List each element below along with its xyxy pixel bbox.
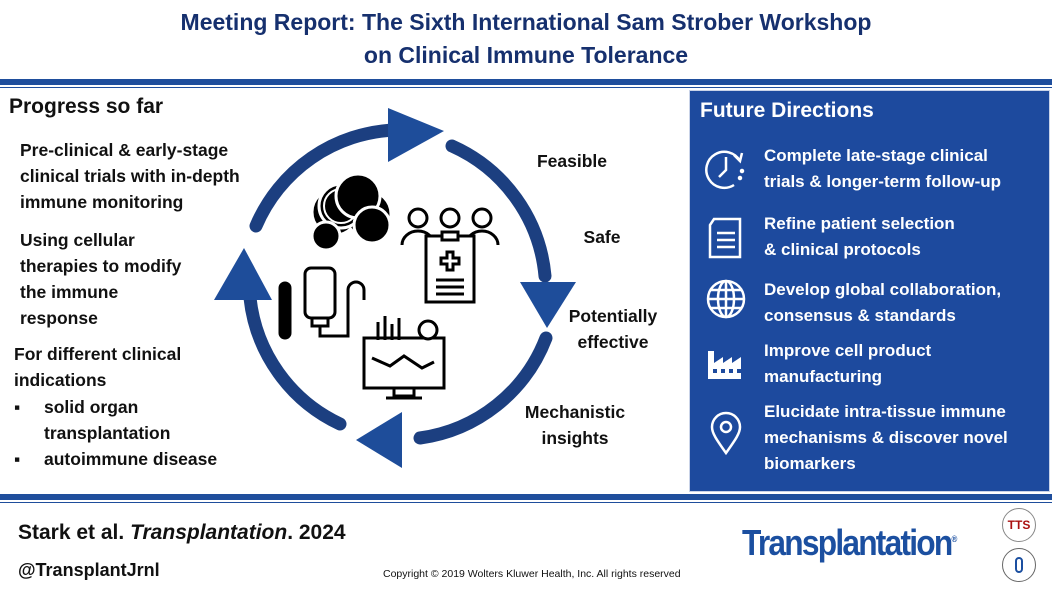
future-item: Refine patient selection & clinical proto… xyxy=(764,211,955,263)
journal-logo: Transplantation® xyxy=(742,522,957,564)
bullet-icon: ▪ xyxy=(14,397,21,417)
text-line: Refine patient selection xyxy=(764,214,955,233)
citation: Stark et al. Transplantation. 2024 xyxy=(18,521,346,545)
text-line: Potentially xyxy=(568,306,658,326)
text-line: consensus & standards xyxy=(764,306,956,325)
text-line: biomarkers xyxy=(764,454,856,473)
progress-heading: Progress so far xyxy=(9,95,164,118)
future-item: Improve cell product manufacturing xyxy=(764,338,931,390)
arrow-down-icon xyxy=(520,282,576,328)
copyright: Copyright © 2019 Wolters Kluwer Health, … xyxy=(383,568,681,580)
text-line: manufacturing xyxy=(764,367,883,386)
globe-icon xyxy=(706,279,746,319)
text-line: Improve cell product xyxy=(764,341,932,360)
twitter-handle[interactable]: @TransplantJrnl xyxy=(18,560,160,580)
citation-year: . 2024 xyxy=(287,521,346,544)
location-pin-icon xyxy=(710,411,742,455)
text-line: mechanisms & discover novel xyxy=(764,428,1008,447)
logo-text: Transplantation xyxy=(742,522,953,563)
clock-icon xyxy=(705,150,745,190)
iv-bag-icon xyxy=(278,266,366,340)
text-line: indications xyxy=(14,370,107,390)
label-mechanistic-insights: Mechanistic insights xyxy=(510,399,640,451)
arc-top-left xyxy=(249,123,402,233)
footer-rule xyxy=(0,494,1052,500)
text-line: autoimmune disease xyxy=(44,449,218,469)
label-potentially-effective: Potentially effective xyxy=(556,303,670,355)
label-safe: Safe xyxy=(583,227,621,247)
future-item: Complete late-stage clinical trials & lon… xyxy=(764,143,1001,195)
text-line: effective xyxy=(577,332,649,352)
clinical-team-icon xyxy=(400,207,500,304)
header-rule xyxy=(0,79,1052,85)
text-line: Complete late-stage clinical xyxy=(764,146,988,165)
bullet-icon: ▪ xyxy=(14,449,21,469)
progress-item-indications: For different clinical indications xyxy=(14,341,181,393)
cells-icon xyxy=(310,172,392,252)
progress-item-preclinical: Pre-clinical & early-stage clinical tria… xyxy=(20,137,240,215)
text-line: immune monitoring xyxy=(20,192,184,212)
arrow-right-icon xyxy=(388,108,444,162)
text-line: transplantation xyxy=(44,423,171,443)
future-item: Elucidate intra-tissue immune mechanisms … xyxy=(764,399,1008,477)
factory-icon xyxy=(708,351,741,379)
arc-bottom-right xyxy=(413,331,553,445)
text-line: trials & longer-term follow-up xyxy=(764,172,1002,191)
future-item: Develop global collaboration, consensus &… xyxy=(764,277,1001,329)
seal-emblem-icon xyxy=(1015,557,1023,573)
text-line: solid organ xyxy=(44,397,139,417)
bullet-list: ▪ solid organ transplantation ▪ autoimmune … xyxy=(14,394,217,472)
bullet-item: ▪ autoimmune disease xyxy=(14,446,217,472)
title-line-1: Meeting Report: The Sixth International … xyxy=(180,9,872,35)
text-line: For different clinical xyxy=(14,344,182,364)
logo-mark: ® xyxy=(951,534,957,544)
text-line: Elucidate intra-tissue immune xyxy=(764,402,1006,421)
text-line: Mechanistic xyxy=(524,402,626,422)
arrow-left-icon xyxy=(356,412,402,468)
cycle-diagram xyxy=(214,108,576,468)
text-line: & clinical protocols xyxy=(764,240,921,259)
tts-seal: TTS xyxy=(1002,508,1036,542)
progress-item-cellular: Using cellular therapies to modify the i… xyxy=(20,227,181,331)
arrow-up-icon xyxy=(214,248,272,300)
cycle-arcs xyxy=(243,123,553,445)
title-line-2: on Clinical Immune Tolerance xyxy=(363,42,689,68)
text-line: Pre-clinical & early-stage xyxy=(20,140,229,160)
arc-bottom-left xyxy=(243,291,347,431)
future-directions-panel: Future Directions Complete late-stage cl… xyxy=(689,90,1050,492)
text-line: therapies to modify xyxy=(20,256,182,276)
citation-journal: Transplantation xyxy=(130,521,288,544)
society-seal xyxy=(1002,548,1036,582)
future-heading: Future Directions xyxy=(700,99,874,122)
bullet-item: ▪ solid organ transplantation xyxy=(14,394,217,446)
text-line: the immune xyxy=(20,282,119,302)
monitor-chart-icon xyxy=(362,316,446,400)
text-line: insights xyxy=(541,428,609,448)
document-icon xyxy=(708,217,742,259)
citation-authors: Stark et al. xyxy=(18,521,131,544)
text-line: clinical trials with in-depth xyxy=(20,166,240,186)
footer-rule-thin xyxy=(0,502,1052,503)
text-line: response xyxy=(20,308,98,328)
text-line: Using cellular xyxy=(20,230,135,250)
arc-top-right xyxy=(445,139,552,283)
label-feasible: Feasible xyxy=(536,151,608,171)
header-rule-thin xyxy=(0,87,1052,88)
text-line: Develop global collaboration, xyxy=(764,280,1002,299)
page-title: Meeting Report: The Sixth International … xyxy=(0,6,1052,72)
